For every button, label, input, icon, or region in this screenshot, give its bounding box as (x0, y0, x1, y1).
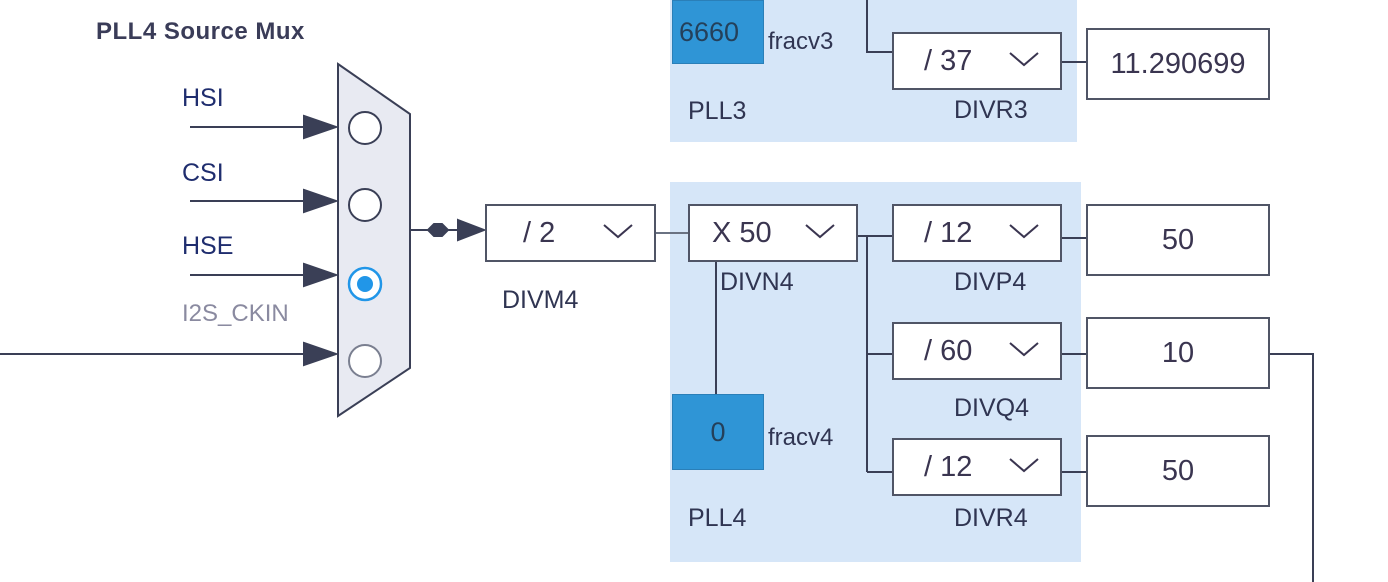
chevron-down-icon (805, 224, 835, 239)
hsi-arrow (303, 114, 340, 140)
radio-button-hsi[interactable] (347, 110, 383, 146)
divn4-label: DIVN4 (720, 268, 794, 296)
pll4-fracv-input[interactable]: 0 (672, 394, 764, 470)
divp4-dropdown[interactable]: / 12 (892, 204, 1062, 262)
divr4-output: 50 (1086, 435, 1270, 507)
pll4-fracv-label: fracv4 (768, 424, 834, 451)
source-label-csi: CSI (182, 159, 224, 187)
chevron-down-icon (1009, 342, 1039, 357)
mux-title: PLL4 Source Mux (96, 18, 305, 45)
divq4-label: DIVQ4 (954, 394, 1030, 422)
chevron-down-icon (1009, 52, 1039, 67)
divm4-label: DIVM4 (502, 286, 579, 314)
divm4-dropdown[interactable]: / 2 (485, 204, 656, 262)
mux-body (337, 62, 411, 418)
divq4-dropdown[interactable]: / 60 (892, 322, 1062, 380)
divn4-dropdown[interactable]: X 50 (688, 204, 858, 262)
divr4-dropdown[interactable]: / 12 (892, 438, 1062, 496)
radio-i2s (348, 344, 382, 378)
pll3-name: PLL3 (688, 97, 747, 125)
chevron-down-icon (603, 224, 633, 239)
mux-output-dot (426, 223, 450, 237)
radio-button-i2s-ckin[interactable] (347, 343, 383, 379)
source-label-i2s-ckin: I2S_CKIN (182, 300, 289, 327)
mux-output-arrow (457, 218, 487, 242)
hse-arrow (303, 262, 340, 288)
radio-button-csi[interactable] (347, 187, 383, 223)
divr4-value: / 12 (924, 450, 973, 483)
radio-csi (348, 188, 382, 222)
divp4-value: / 12 (924, 216, 973, 249)
divr3-dropdown[interactable]: / 37 (892, 32, 1062, 90)
csi-arrow (303, 188, 340, 214)
divr4-label: DIVR4 (954, 504, 1028, 532)
divp4-label: DIVP4 (954, 268, 1027, 296)
pll3-fracv-label: fracv3 (768, 28, 834, 55)
chevron-down-icon (1009, 458, 1039, 473)
divq4-output: 10 (1086, 317, 1270, 389)
source-label-hse: HSE (182, 232, 234, 260)
divq4-value: / 60 (924, 334, 973, 367)
radio-hse-dot (357, 276, 373, 292)
divp4-output: 50 (1086, 204, 1270, 276)
divr3-value: / 37 (924, 44, 973, 77)
chevron-down-icon (1009, 224, 1039, 239)
pll3-fracv-input[interactable]: 6660 (672, 0, 764, 64)
divm4-value: / 2 (523, 216, 556, 249)
radio-button-hse[interactable] (347, 266, 383, 302)
divr3-label: DIVR3 (954, 96, 1028, 124)
i2s-arrow (303, 341, 340, 367)
divr3-output: 11.290699 (1086, 28, 1270, 100)
pll4-name: PLL4 (688, 504, 747, 532)
radio-hsi (348, 111, 382, 145)
divn4-value: X 50 (712, 216, 772, 249)
source-label-hsi: HSI (182, 84, 224, 112)
